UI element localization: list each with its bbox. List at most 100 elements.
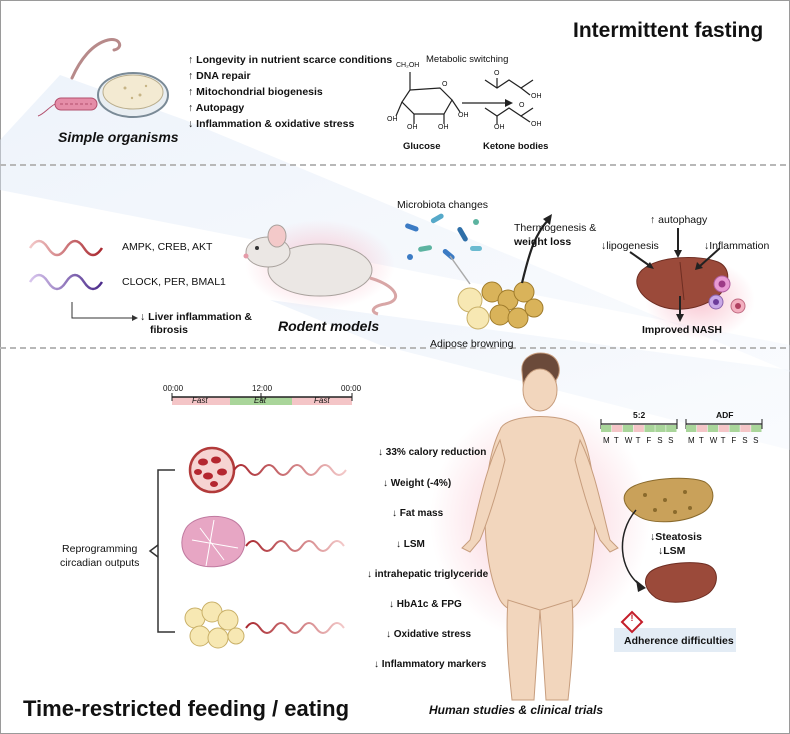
ketone-label: Ketone bodies: [483, 141, 549, 152]
schedule-52-day-cell: [644, 425, 655, 432]
schedule-adf-day-cell: [751, 425, 762, 432]
schedule-adf-day-cell: [696, 425, 708, 432]
inflammation-label: ↓Inflammation: [704, 240, 770, 252]
ketone-o1: O: [494, 70, 500, 77]
timeline-t1: 12:00: [252, 384, 273, 393]
glucose-oh4: OH: [458, 112, 469, 119]
healthy-liver-icon: [644, 562, 717, 603]
label-rodent-models: Rodent models: [278, 318, 380, 334]
immune-cells-icon: [708, 275, 746, 314]
effect-inflammation: ↓ Inflammation & oxidative stress: [188, 118, 355, 130]
glucose-oh2: OH: [407, 124, 418, 131]
schedule-adf-day-label: W: [709, 436, 718, 445]
warning-icon: [620, 610, 644, 634]
liver-outcomes: ↓Steatosis ↓LSM: [650, 530, 702, 558]
schedule-52-day-label: F: [646, 436, 652, 445]
bacterium-icon: [37, 97, 98, 117]
reprogramming-line1: Reprogramming: [62, 543, 138, 555]
effect-weight: ↓ Weight (-4%): [383, 478, 452, 489]
schedule-adf-day-cell: [740, 425, 751, 432]
glucose-structure: [395, 72, 461, 124]
microbiota-icon: [405, 213, 482, 260]
thermogenesis-label: Thermogenesis & weight loss: [514, 221, 596, 249]
schedule-adf-day-label: S: [753, 436, 759, 445]
warning-symbol: !: [630, 613, 634, 623]
liver-inflammation-label: ↓ Liver inflammation & fibrosis: [140, 311, 252, 337]
effect-inflammatory: ↓ Inflammatory markers: [374, 659, 487, 670]
schedule-52-day-cell: [601, 425, 612, 432]
human-figure-icon: [461, 352, 619, 701]
liver-inflammation-line2: fibrosis: [150, 324, 188, 336]
petri-dish-icon: [97, 72, 169, 118]
title-intermittent-fasting: Intermittent fasting: [573, 19, 764, 42]
rodent-icon: [243, 224, 398, 316]
timeline-fast1: Fast: [192, 396, 208, 405]
steatosis-label: ↓Steatosis: [650, 531, 702, 543]
glucose-label: Glucose: [403, 141, 441, 152]
liver-tissue-icon: [181, 515, 246, 568]
schedule-adf-day-label: M: [688, 436, 695, 445]
label-human-studies: Human studies & clinical trials: [429, 703, 604, 717]
adipose-tissue-icon: [184, 601, 245, 649]
schedule-52-day-label: M: [603, 436, 610, 445]
adherence-label: Adherence difficulties: [624, 635, 734, 647]
schedule-52-day-cell: [655, 425, 666, 432]
thermogenesis-line1: Thermogenesis &: [514, 222, 597, 234]
panel1-effects-list: ↑ Longevity in nutrient scarce condition…: [188, 52, 392, 132]
timeline-t0: 00:00: [163, 384, 184, 393]
effect-lsm: ↓ LSM: [396, 539, 425, 550]
perspective-cone-top: [0, 75, 790, 372]
effect-fat-mass: ↓ Fat mass: [392, 508, 444, 519]
ketone-oh2: OH: [494, 124, 505, 131]
schedule-adf-day-cell: [718, 425, 729, 432]
effect-autophagy: ↑ Autopagy: [188, 102, 245, 114]
schedule-52-day-cell: [622, 425, 634, 432]
timeline-fast2: Fast: [314, 396, 330, 405]
effect-mito: ↑ Mitochondrial biogenesis: [188, 86, 323, 98]
fatty-liver-icon: [623, 477, 714, 523]
blood-cells-icon: [188, 446, 236, 494]
effect-calory: ↓ 33% calory reduction: [378, 447, 487, 458]
title-time-restricted-feeding: Time-restricted feeding / eating: [23, 696, 350, 721]
reprogramming-label: Reprogramming circadian outputs: [60, 542, 139, 570]
lipogenesis-label: ↓lipogenesis: [601, 240, 659, 252]
schedule-52-day-label: T: [635, 436, 641, 445]
thermogenesis-line2: weight loss: [514, 236, 572, 248]
adipose-browning-label: Adipose browning: [430, 338, 514, 350]
schedule-adf-day-label: S: [742, 436, 748, 445]
metabolic-switching-label: Metabolic switching: [426, 54, 509, 65]
ketone-structure: [484, 78, 534, 124]
schedule-52-day-cell: [666, 425, 677, 432]
schedule-52-label: 5:2: [633, 410, 646, 420]
effect-hba1c: ↓ HbA1c & FPG: [389, 599, 462, 610]
feeding-timeline: [171, 393, 353, 405]
lsm-label: ↓LSM: [658, 545, 686, 557]
glucose-oh3: OH: [438, 124, 449, 131]
liver-inflammation-line1: ↓ Liver inflammation &: [140, 311, 253, 323]
wave2-label: CLOCK, PER, BMAL1: [122, 276, 226, 288]
effect-triglyceride: ↓ intrahepatic triglyceride: [367, 569, 489, 580]
schedule-52-day-label: S: [657, 436, 663, 445]
schedule-adf-label: ADF: [716, 410, 734, 420]
timeline-eat: Eat: [254, 396, 267, 405]
schedule-adf-day-label: T: [698, 436, 704, 445]
wave-purple: [28, 273, 104, 291]
schedule-52-day-label: S: [668, 436, 674, 445]
effect-dna-repair: ↑ DNA repair: [188, 70, 251, 82]
schedule-adf-day-label: T: [720, 436, 726, 445]
schedule-adf-day-cell: [707, 425, 719, 432]
autophagy-label: ↑ autophagy: [650, 214, 708, 226]
reprogramming-line2: circadian outputs: [60, 557, 140, 569]
worm-icon: [70, 37, 122, 80]
wave-red: [28, 239, 104, 257]
nash-label: Improved NASH: [642, 324, 722, 336]
schedule-adf-day-label: F: [731, 436, 737, 445]
glucose-o: O: [442, 81, 448, 88]
microbiota-label: Microbiota changes: [397, 199, 489, 211]
schedule-52-day-label: W: [624, 436, 633, 445]
adipose-cluster: [457, 281, 544, 330]
ketone-o2: O: [519, 102, 525, 109]
schedule-52-day-label: T: [613, 436, 619, 445]
schedule-52-day-cell: [611, 425, 623, 432]
